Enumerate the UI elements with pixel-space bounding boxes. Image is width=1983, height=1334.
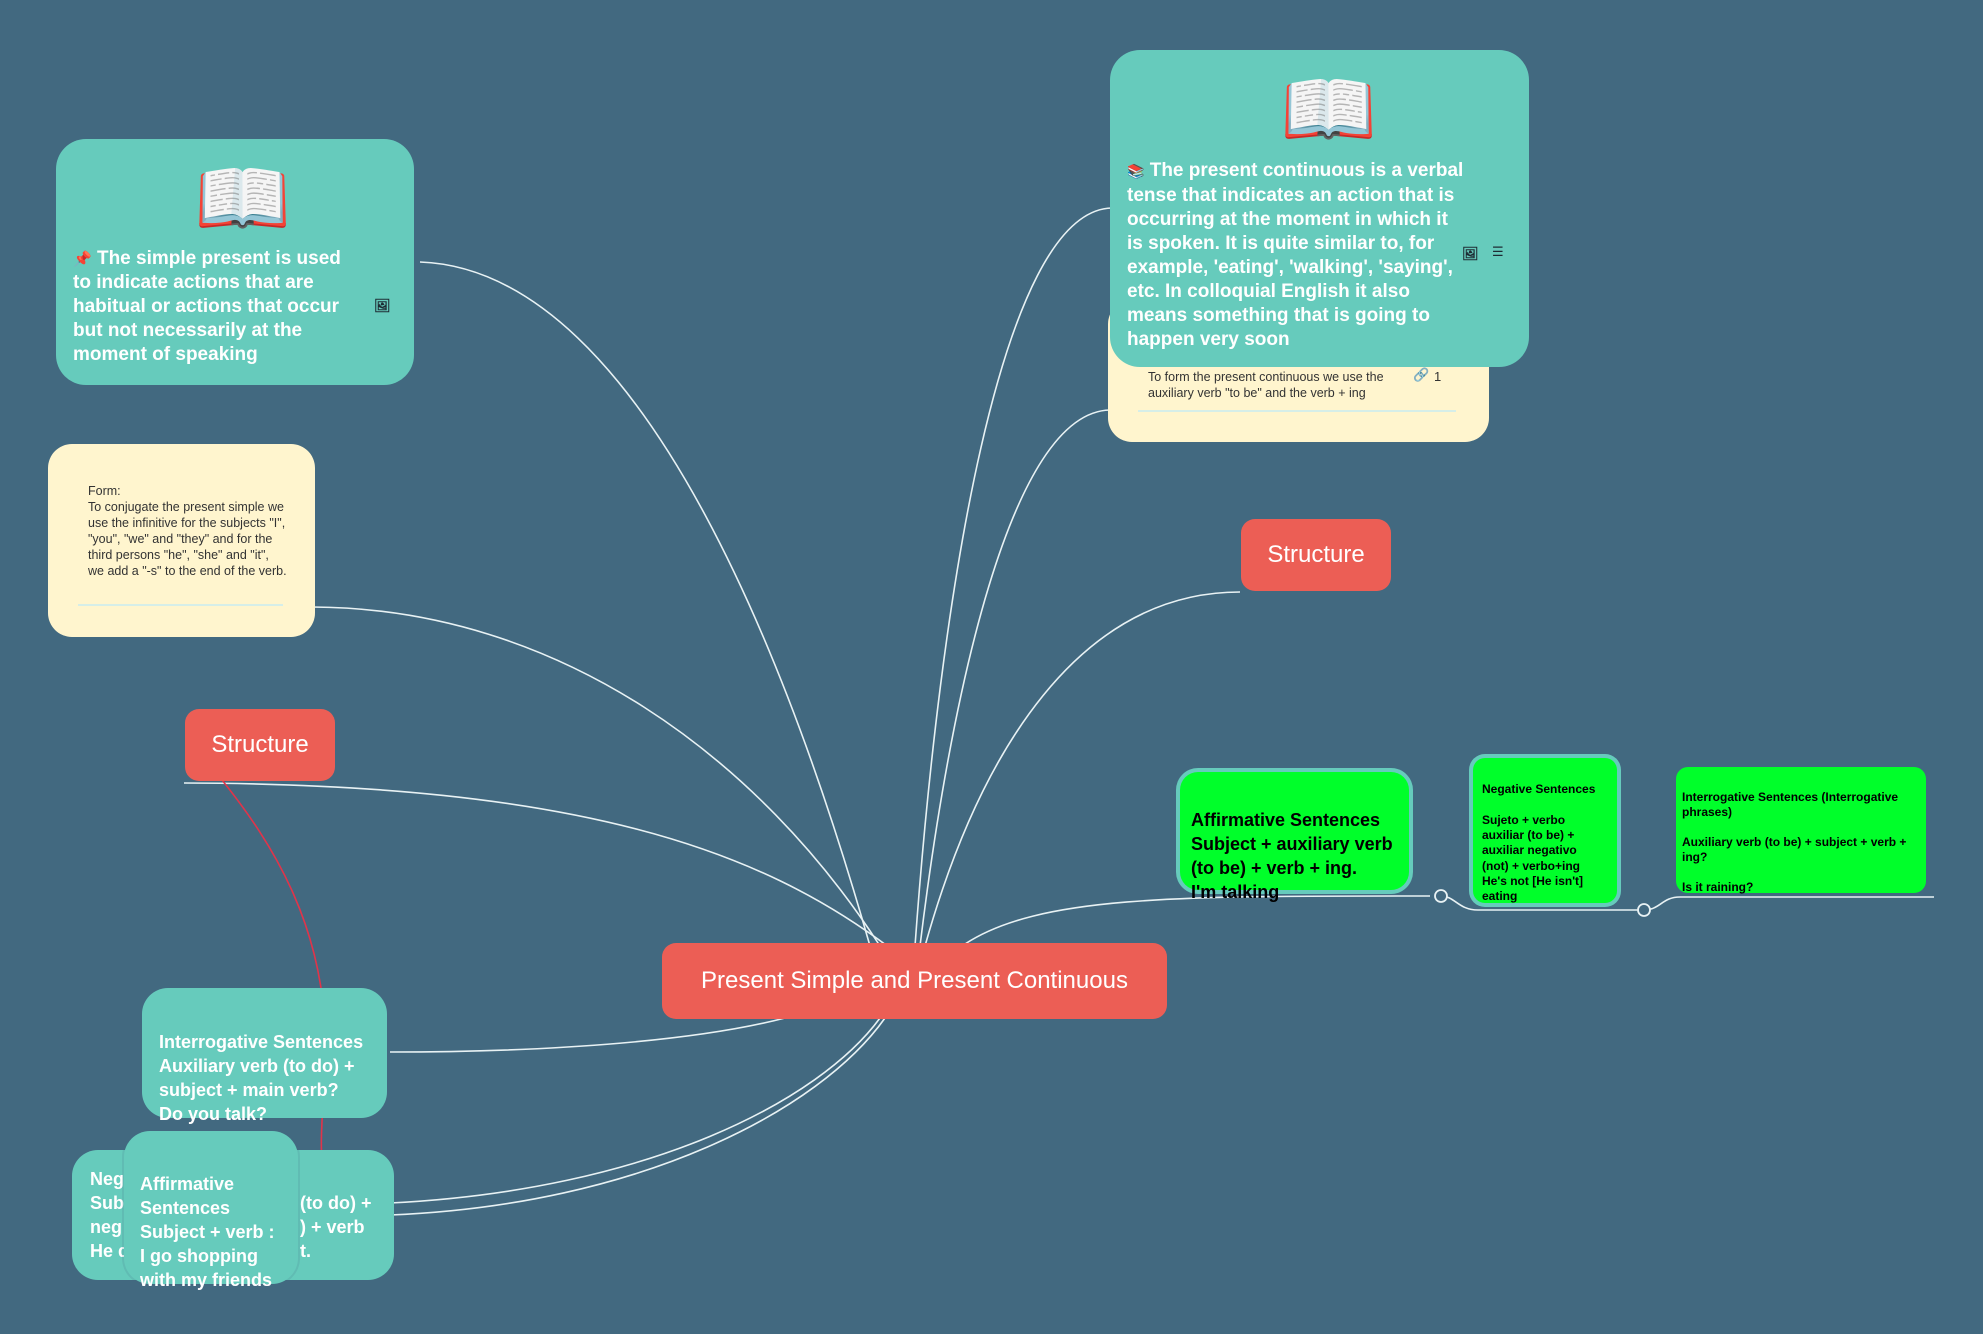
note-divider: [1138, 410, 1456, 412]
image-icon[interactable]: 🖼: [374, 299, 391, 314]
simple-interrogative-text: Interrogative Sentences Auxiliary verb (…: [159, 1032, 364, 1124]
link-continuous-affirmative: [964, 895, 1431, 945]
link-simple-form: [311, 606, 881, 947]
link-icon[interactable]: 🔗: [1413, 368, 1430, 383]
simple-structure-button[interactable]: Structure: [185, 709, 335, 781]
continuous-interrogative-text: Interrogative Sentences (Interrogative p…: [1682, 790, 1907, 894]
simple-affirmative-card[interactable]: Affirmative Sentences Subject + verb : I…: [124, 1131, 298, 1290]
simple-definition-card[interactable]: 📖 📌 The simple present is used to indica…: [56, 139, 414, 385]
continuous-definition-text: 📚 The present continuous is a verbal ten…: [1127, 160, 1464, 350]
simple-negative-text-right: (to do) + ) + verb t.: [300, 1193, 372, 1261]
continuous-definition-card[interactable]: 📖 📚 The present continuous is a verbal t…: [1110, 50, 1529, 367]
link-simple-interrogative: [389, 1017, 786, 1053]
collapse-toggle-continuous-negative: [1637, 903, 1651, 917]
link-simple-definition: [419, 261, 871, 947]
continuous-affirmative-card[interactable]: Affirmative Sentences Subject + auxiliar…: [1180, 772, 1409, 902]
simple-interrogative-card[interactable]: Interrogative Sentences Auxiliary verb (…: [142, 988, 387, 1124]
note-divider: [78, 604, 283, 606]
open-book-icon: 📖: [194, 154, 292, 244]
simple-affirmative-text: Affirmative Sentences Subject + verb : I…: [140, 1174, 275, 1290]
link-continuous-interrogative: [1643, 896, 1934, 911]
simple-structure-label: Structure: [211, 731, 309, 758]
continuous-structure-button[interactable]: Structure: [1241, 519, 1391, 591]
link-continuous-definition: [914, 207, 1113, 947]
notes-icon[interactable]: ☰: [1492, 245, 1504, 260]
simple-definition-text: 📌 The simple present is used to indicate…: [73, 248, 341, 365]
continuous-interrogative-card[interactable]: Interrogative Sentences (Interrogative p…: [1676, 767, 1926, 894]
link-simple-negative: [389, 1017, 881, 1204]
books-icon: 📚: [1127, 164, 1145, 180]
link-continuous-structure: [924, 591, 1241, 947]
link-simple-structure: [183, 782, 891, 949]
central-topic-label: Present Simple and Present Continuous: [701, 967, 1128, 994]
continuous-negative-card[interactable]: Negative Sentences Sujeto + verbo auxili…: [1473, 758, 1617, 903]
continuous-negative-text: Negative Sentences Sujeto + verbo auxili…: [1482, 782, 1596, 904]
continuous-structure-label: Structure: [1267, 541, 1365, 568]
simple-form-text: Form: To conjugate the present simple we…: [88, 484, 287, 578]
simple-negative-text: Neg Sub neg He d: [90, 1169, 129, 1261]
link-simple-affirmative: [389, 1017, 886, 1216]
collapse-toggle-continuous-affirmative: [1434, 889, 1448, 903]
continuous-form-text: To form the present continuous we use th…: [1148, 370, 1384, 400]
open-book-icon: 📖: [1280, 65, 1378, 155]
link-continuous-form: [919, 409, 1111, 947]
central-topic[interactable]: Present Simple and Present Continuous: [662, 943, 1167, 1019]
pushpin-icon: 📌: [73, 250, 92, 268]
image-icon[interactable]: 🖼: [1462, 247, 1479, 262]
simple-form-card[interactable]: Form: To conjugate the present simple we…: [48, 444, 315, 637]
link-count: 1: [1434, 369, 1442, 384]
continuous-affirmative-text: Affirmative Sentences Subject + auxiliar…: [1191, 810, 1393, 902]
